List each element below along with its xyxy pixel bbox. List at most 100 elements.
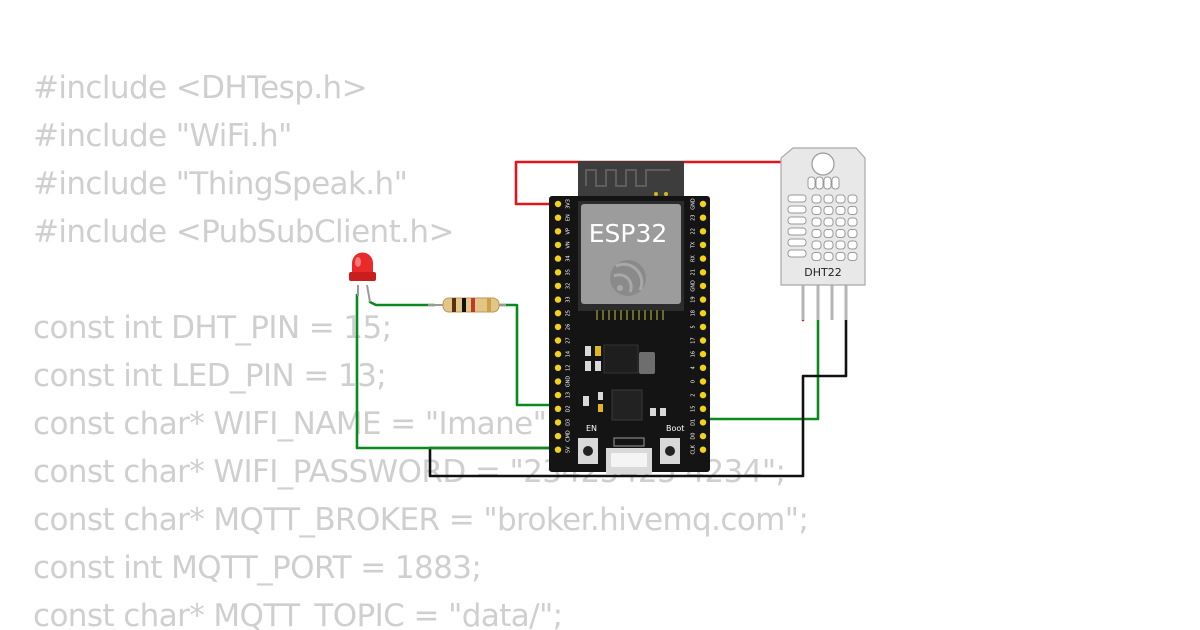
pin-label: 32 — [566, 283, 572, 289]
pin — [554, 446, 562, 453]
pin — [554, 241, 562, 249]
boot-label: Boot — [666, 424, 684, 433]
code-line: const int DHT_PIN = 15; — [33, 310, 392, 346]
pin-label: D1 — [691, 419, 697, 426]
pin-label: 33 — [566, 296, 572, 302]
pin-label: GND — [691, 280, 697, 292]
pin-label: 26 — [566, 324, 572, 330]
pin — [699, 310, 707, 317]
pin — [554, 214, 562, 221]
pin-label: 23 — [691, 215, 697, 221]
pin — [699, 200, 707, 208]
pin — [554, 419, 562, 426]
pin — [554, 378, 562, 385]
code-line: #include "WiFi.h" — [33, 118, 292, 154]
pin-label: GND — [566, 376, 572, 388]
pin-label: 15 — [691, 406, 697, 412]
pin — [699, 323, 707, 331]
pin-label: 22 — [691, 228, 697, 234]
dht22-vent-grid — [787, 176, 858, 261]
pin — [554, 391, 562, 399]
pin — [699, 419, 707, 426]
wire-led-anode-to-resistor — [368, 300, 436, 307]
pin — [699, 391, 707, 399]
pin-label: 4 — [691, 366, 697, 369]
code-line: const int MQTT_PORT = 1883; — [33, 550, 482, 586]
pin — [699, 214, 707, 221]
code-line: #include <PubSubClient.h> — [33, 214, 454, 250]
code-line: #include <DHTesp.h> — [33, 70, 368, 106]
pin-label: CLK — [691, 444, 697, 454]
esp32-label: ESP32 — [589, 219, 668, 248]
pin-label: EN — [566, 214, 572, 221]
pin — [554, 228, 562, 235]
pin — [699, 405, 707, 412]
pin-label: 5V — [566, 446, 572, 453]
pin-label: D2 — [566, 405, 572, 412]
code-line: const char* WIFI_NAME = "Imane"; — [33, 406, 557, 442]
pin — [554, 350, 562, 358]
pin — [554, 337, 562, 344]
pin — [554, 432, 562, 440]
espressif-logo-icon — [610, 260, 646, 296]
pin — [554, 405, 562, 412]
pin-label: D0 — [691, 433, 697, 440]
pin — [699, 364, 707, 371]
pin — [699, 432, 707, 440]
pin-label: 25 — [566, 310, 572, 316]
code-line: const char* MQTT_TOPIC = "data/"; — [33, 598, 563, 630]
code-line: const int LED_PIN = 13; — [33, 358, 387, 394]
led — [349, 252, 376, 303]
pin — [554, 282, 562, 290]
wire-led-cathode-to-5v — [355, 293, 560, 450]
code-line: const char* MQTT_BROKER = "broker.hivemq… — [33, 502, 809, 538]
pin-label: 14 — [566, 351, 572, 357]
wire-dht-data-to-gpio15 — [701, 316, 820, 421]
pin-label: CMD — [566, 430, 572, 442]
pin — [699, 446, 707, 453]
pin-label: 0 — [691, 380, 697, 383]
dht22-label: DHT22 — [804, 266, 841, 279]
pin — [554, 364, 562, 371]
pin — [699, 350, 707, 358]
pin — [699, 296, 707, 303]
pin-label: 27 — [566, 337, 572, 343]
esp32-board: ESP32 EN Boot — [549, 161, 710, 474]
pin-label: 12 — [566, 365, 572, 371]
pin-label: 17 — [691, 337, 697, 343]
pin — [699, 282, 707, 290]
pin — [554, 323, 562, 331]
pin — [554, 310, 562, 317]
pin-label: 16 — [691, 351, 697, 357]
pin — [699, 378, 707, 385]
pin-label: D3 — [566, 419, 572, 426]
dht22-sensor: DHT22 — [780, 147, 866, 320]
pin — [699, 241, 707, 249]
resistor — [428, 297, 506, 313]
pin — [699, 269, 707, 276]
pin — [554, 255, 562, 262]
pin — [554, 200, 562, 208]
pin-label: 34 — [566, 255, 572, 261]
pin-label: 3V3 — [566, 199, 572, 209]
pin — [699, 255, 707, 262]
pin-label: 5 — [691, 325, 697, 328]
pin-label: VN — [566, 241, 572, 248]
pin-label: 35 — [566, 269, 572, 275]
pin-label: 19 — [691, 296, 697, 302]
pin-label: RX — [691, 255, 697, 262]
pin-label: VP — [566, 228, 572, 234]
code-line: #include "ThingSpeak.h" — [33, 166, 408, 202]
pin-label: 13 — [566, 392, 572, 398]
pin — [699, 228, 707, 235]
pin — [554, 269, 562, 276]
pin-label: TX — [691, 241, 697, 249]
pin-label: 2 — [691, 394, 697, 397]
pin-label: 18 — [691, 310, 697, 316]
wire-resistor-to-gpio13 — [498, 303, 560, 407]
pin — [699, 337, 707, 344]
en-label: EN — [586, 424, 597, 433]
